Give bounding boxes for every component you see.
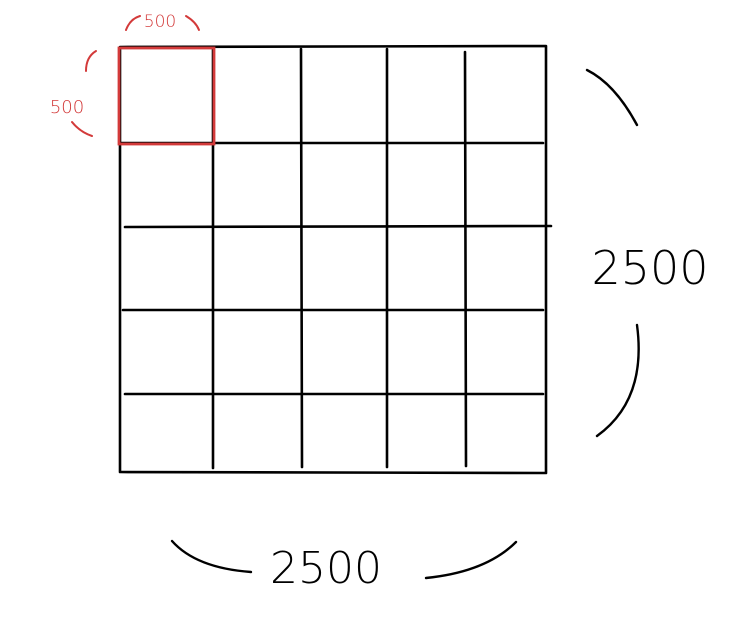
total-width-label: 2500 <box>270 543 382 594</box>
cell-height-annotation: 500 <box>50 50 97 137</box>
grid-vline-4 <box>463 50 468 468</box>
total-height-brace-bottom <box>595 323 640 438</box>
grid-hline-2 <box>123 224 553 229</box>
cell-width-brace-right <box>185 15 200 31</box>
total-height-brace-top <box>585 68 639 127</box>
total-width-brace-left <box>170 539 253 574</box>
grid-vline-2 <box>299 47 304 469</box>
grid-outer-frame <box>118 44 548 475</box>
total-width-annotation: 2500 <box>170 539 518 594</box>
total-height-label: 2500 <box>591 241 708 295</box>
total-height-annotation: 2500 <box>585 68 709 438</box>
grid-horizontal-lines <box>119 141 553 396</box>
cell-height-brace-top <box>85 50 97 72</box>
cell-height-label: 500 <box>50 97 84 118</box>
cell-width-label: 500 <box>144 12 176 32</box>
highlighted-cell <box>117 46 216 146</box>
cell-height-brace-bottom <box>71 121 93 137</box>
cell-width-brace-left <box>125 15 141 31</box>
total-width-brace-right <box>424 540 518 580</box>
grid-vertical-lines <box>211 45 468 470</box>
cell-width-annotation: 500 <box>125 12 200 32</box>
